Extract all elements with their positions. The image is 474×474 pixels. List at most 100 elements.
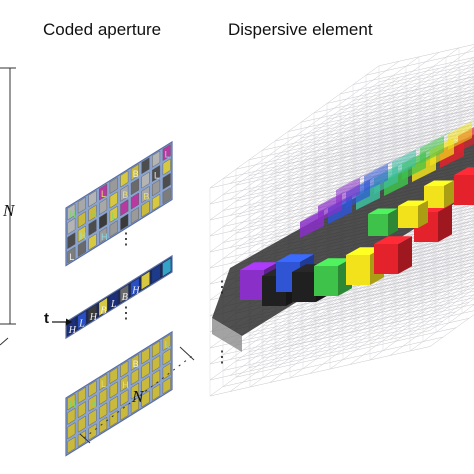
grid-line: [352, 121, 474, 149]
voxel-cube-top: [374, 236, 412, 244]
grid-line: [222, 128, 444, 179]
mask-strip-cell: [77, 311, 86, 329]
mask-cell: [130, 382, 139, 400]
grid-line: [313, 284, 474, 322]
grid-line: [329, 56, 474, 162]
mask-cell: [109, 220, 118, 238]
voxel-cube-front: [240, 270, 264, 300]
grid-line: [326, 86, 474, 120]
grid-line: [287, 105, 474, 148]
grid-line: [409, 224, 474, 272]
grid-line: [365, 50, 474, 76]
grid-line: [326, 118, 474, 152]
mask-cell: [77, 386, 86, 404]
grid-line: [365, 66, 474, 92]
grid-line: [209, 273, 380, 397]
grid-line: [409, 256, 474, 304]
mask-cell: [152, 193, 161, 211]
grid-line: [249, 56, 420, 180]
grid-line: [409, 288, 474, 336]
grid-line: [365, 258, 474, 284]
mask-cell: [141, 390, 150, 408]
mask-cell: [162, 144, 171, 161]
mask-cell: [88, 380, 97, 398]
grid-line: [248, 286, 470, 337]
mask-cell: [109, 381, 118, 399]
mask-strip-cell: [99, 298, 108, 316]
grid-line: [248, 302, 470, 353]
voxel-cube-front: [314, 266, 338, 296]
grid-line: [274, 95, 474, 142]
mask-cell: [120, 403, 129, 421]
mask-cell: [77, 211, 86, 229]
grid-line: [378, 76, 474, 99]
mask-cell: [67, 407, 76, 425]
band-voxel-top: [364, 157, 400, 176]
grid-line: [378, 236, 474, 259]
grid-line: [313, 268, 474, 306]
mask-cell: [162, 348, 171, 366]
mask-cell: [141, 200, 150, 218]
mask-cell: [88, 394, 97, 412]
grid-line: [339, 63, 474, 95]
grid-line: [429, 298, 474, 331]
mask-band-letter: L: [154, 170, 159, 180]
grid-line: [409, 96, 474, 144]
band-edge: [212, 318, 242, 352]
grid-line: [248, 270, 470, 321]
grid-line: [300, 131, 474, 171]
grid-line: [365, 114, 474, 140]
grid-line: [349, 274, 474, 365]
grid-line: [300, 83, 474, 123]
mask-cell: [67, 203, 76, 221]
mask-strip-letter: H: [131, 286, 140, 297]
grid-line: [429, 202, 474, 235]
mask-strip-letter: B: [122, 292, 128, 303]
voxel-cube-front: [346, 255, 370, 285]
mask-band-letter: B: [143, 191, 149, 201]
grid-line: [326, 262, 474, 296]
grid-line: [209, 65, 380, 189]
grid-line: [389, 86, 474, 148]
grid-line: [249, 264, 420, 388]
mask-band-letter: H: [69, 399, 76, 409]
grid-line: [329, 264, 474, 370]
n-dimension-bottom: [79, 346, 195, 444]
grid-line: [389, 294, 474, 356]
mask-cell: [120, 213, 129, 231]
mask-cell: [88, 190, 97, 208]
mask-cell: [109, 177, 118, 194]
mask-cell: [152, 355, 161, 372]
grid-line: [378, 44, 474, 67]
grid-line: [429, 234, 474, 267]
mask-band-letter: L: [112, 211, 117, 221]
band-voxel-top: [392, 143, 428, 162]
grid-line: [429, 250, 474, 283]
mask-cell: [152, 340, 161, 358]
grid-line: [309, 254, 474, 374]
mask-band-letter: B: [133, 359, 139, 369]
mask-cell: [141, 361, 150, 379]
mask-strip-letter: H: [89, 312, 98, 323]
grid-line: [261, 134, 474, 183]
mask-band-letter: H: [69, 209, 76, 219]
grid-line: [429, 106, 474, 139]
grid-line: [222, 288, 444, 339]
grid-line: [235, 327, 457, 378]
mask-cell: [77, 415, 86, 433]
grid-line: [229, 61, 400, 184]
mask-strip-cell: [109, 291, 118, 310]
mask-cell: [141, 186, 150, 203]
grid-line: [339, 79, 474, 111]
mask-cell: [152, 179, 161, 197]
grid-line: [222, 320, 444, 371]
mask-cell: [152, 165, 161, 182]
mask-cell: [99, 212, 108, 230]
grid-line: [352, 105, 474, 133]
grid-line: [300, 275, 474, 315]
grid-line: [389, 262, 474, 324]
band-voxel: [420, 136, 444, 164]
grid-line: [429, 314, 474, 347]
grid-line: [313, 108, 474, 146]
grid-line: [235, 295, 457, 346]
